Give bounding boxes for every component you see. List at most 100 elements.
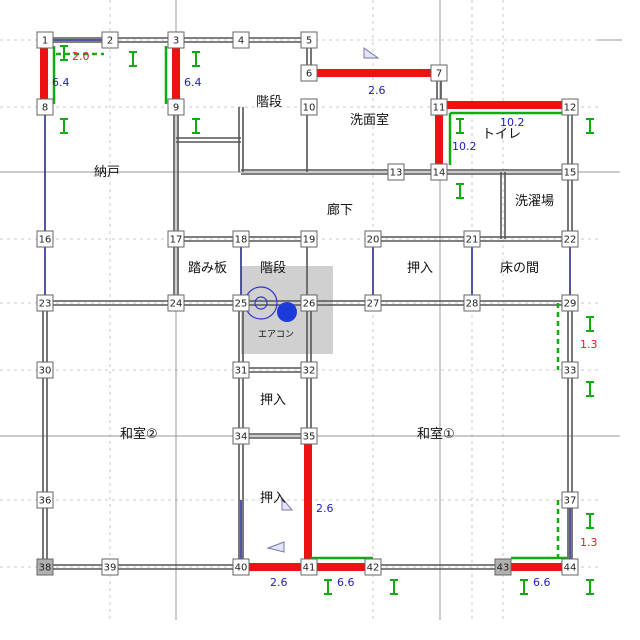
node-box (561, 558, 579, 576)
node-label: 41 (303, 563, 316, 574)
node-label: 6 (306, 69, 312, 80)
node-24: 24 (167, 294, 185, 312)
room-kaidan-mid: 階段 (260, 261, 286, 276)
node-box (36, 558, 54, 576)
node-4: 4 (232, 31, 250, 49)
node-label: 13 (390, 168, 403, 179)
node-box (561, 361, 579, 379)
node-29: 29 (561, 294, 579, 312)
node-8: 8 (36, 98, 54, 116)
node-box (561, 294, 579, 312)
node-box (364, 294, 382, 312)
dim-label: 2.6 (368, 84, 386, 97)
node-label: 28 (466, 299, 479, 310)
node-label: 20 (367, 235, 380, 246)
node-box (232, 558, 250, 576)
node-34: 34 (232, 427, 250, 445)
node-box (300, 31, 318, 49)
red-members (40, 44, 570, 571)
node-label: 42 (367, 563, 380, 574)
dim-label: 6.6 (337, 576, 355, 589)
node-box (430, 64, 448, 82)
dim-label: 10.2 (500, 116, 525, 129)
node-20: 20 (364, 230, 382, 248)
node-5: 5 (300, 31, 318, 49)
node-box (364, 558, 382, 576)
node-17: 17 (167, 230, 185, 248)
node-15: 15 (561, 163, 579, 181)
dim-label: 1.3 (580, 536, 598, 549)
node-16: 16 (36, 230, 54, 248)
node-label: 11 (433, 103, 446, 114)
node-box (561, 163, 579, 181)
node-label: 19 (303, 235, 316, 246)
node-box (36, 361, 54, 379)
node-box (494, 558, 512, 576)
dim-label: 2.6 (316, 502, 334, 515)
node-box (167, 230, 185, 248)
node-label: 27 (367, 299, 380, 310)
node-33: 33 (561, 361, 579, 379)
room-oshiire-1: 押入 (407, 261, 433, 276)
node-label: 12 (564, 103, 577, 114)
room-oshiire-3: 押入 (260, 491, 286, 506)
node-label: 23 (39, 299, 52, 310)
node-label: 3 (173, 36, 179, 47)
node-box (300, 361, 318, 379)
node-label: 4 (238, 36, 244, 47)
node-box (36, 31, 54, 49)
node-box (300, 98, 318, 116)
dim-label: 2.6 (270, 576, 288, 589)
node-14: 14 (430, 163, 448, 181)
node-35: 35 (300, 427, 318, 445)
dim-label: 2.0 (72, 50, 90, 63)
node-label: 38 (39, 563, 52, 574)
node-label: 14 (433, 168, 446, 179)
node-box (232, 361, 250, 379)
node-label: 10 (303, 103, 316, 114)
node-box (430, 163, 448, 181)
node-label: 8 (42, 103, 48, 114)
node-label: 30 (39, 366, 52, 377)
node-box (232, 294, 250, 312)
node-box (232, 230, 250, 248)
node-label: 35 (303, 432, 316, 443)
dim-label: 1.3 (580, 338, 598, 351)
room-tokonoma: 床の間 (500, 261, 539, 276)
node-23: 23 (36, 294, 54, 312)
green-markers (60, 45, 594, 595)
node-label: 5 (306, 36, 312, 47)
node-label: 24 (170, 299, 183, 310)
node-label: 15 (564, 168, 577, 179)
room-nando: 納戸 (94, 165, 120, 180)
room-sentakuba: 洗濯場 (515, 194, 554, 209)
node-box (167, 31, 185, 49)
dim-label: 6.4 (184, 76, 202, 89)
node-label: 39 (104, 563, 117, 574)
node-22: 22 (561, 230, 579, 248)
node-1: 1 (36, 31, 54, 49)
node-36: 36 (36, 491, 54, 509)
node-26: 26 (300, 294, 318, 312)
node-label: 31 (235, 366, 248, 377)
node-label: 26 (303, 299, 316, 310)
node-28: 28 (463, 294, 481, 312)
node-21: 21 (463, 230, 481, 248)
node-box (300, 427, 318, 445)
dim-label: 6.6 (533, 576, 551, 589)
node-label: 18 (235, 235, 248, 246)
room-senmenshitsu: 洗面室 (350, 112, 389, 128)
node-box (463, 294, 481, 312)
node-label: 37 (564, 496, 577, 507)
node-44: 44 (561, 558, 579, 576)
room-toilet: トイレ (482, 127, 521, 142)
node-box (430, 98, 448, 116)
node-box (101, 31, 119, 49)
node-box (167, 294, 185, 312)
room-labels: 納戸 階段 洗面室 トイレ 洗濯場 廊下 踏み板 階段 押入 床の間 和室② 押… (94, 95, 554, 506)
node-31: 31 (232, 361, 250, 379)
node-label: 22 (564, 235, 577, 246)
node-38: 38 (36, 558, 54, 576)
node-3: 3 (167, 31, 185, 49)
